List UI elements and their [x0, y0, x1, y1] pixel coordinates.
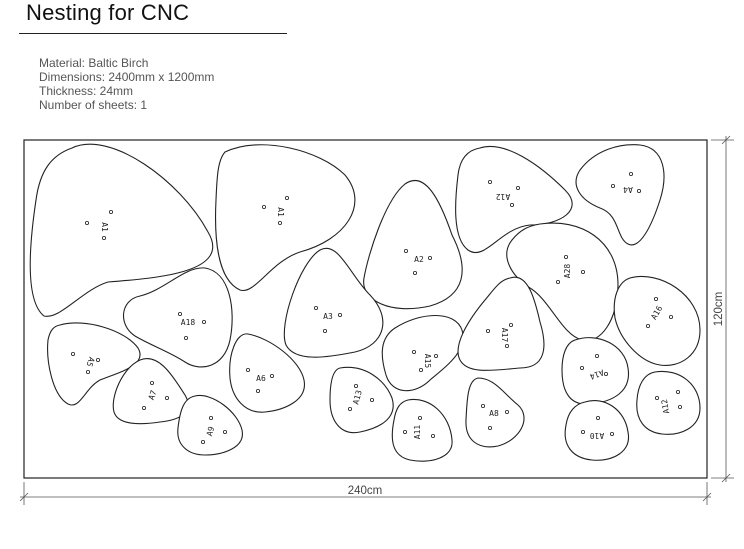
nested-piece: A14: [561, 337, 630, 405]
page-title: Nesting for CNC: [26, 0, 190, 25]
piece-label: A28: [563, 264, 572, 279]
nested-piece: A7: [112, 358, 189, 425]
piece-label: A1: [276, 207, 285, 217]
dimensions-line: Dimensions: 2400mm x 1200mm: [39, 70, 215, 84]
nested-piece: A5: [47, 322, 141, 406]
piece-label: A9: [205, 425, 216, 437]
material-specs: Material: Baltic Birch Dimensions: 2400m…: [39, 56, 214, 112]
piece-label: A17: [500, 328, 509, 343]
piece-label: A4: [623, 185, 633, 194]
nested-piece: A15: [381, 314, 464, 392]
nested-piece: A8: [465, 377, 525, 448]
nested-piece: A1: [29, 143, 214, 317]
nested-piece: A4: [575, 144, 665, 246]
nested-piece: A12: [636, 370, 701, 435]
nested-piece: A6: [229, 333, 305, 413]
piece-label: A2: [414, 255, 424, 264]
piece-label: A18: [181, 318, 196, 327]
thickness-line: Thickness: 24mm: [39, 84, 134, 98]
nested-piece: A1: [215, 144, 356, 291]
nested-piece: A9: [177, 394, 243, 456]
title-underline: [19, 33, 287, 34]
piece-label: A12: [496, 192, 511, 201]
width-label: 240cm: [348, 485, 383, 497]
height-label: 120cm: [713, 292, 725, 327]
height-dimension: 120cm: [711, 135, 734, 483]
nested-piece: A17: [457, 276, 545, 371]
piece-label: A7: [147, 389, 159, 401]
piece-label: A3: [323, 312, 333, 321]
nested-piece: A12: [455, 146, 573, 253]
nested-piece: A18: [122, 267, 233, 368]
nested-piece: A2: [363, 180, 463, 310]
piece-label: A10: [590, 431, 605, 440]
nested-piece: A13: [329, 366, 394, 434]
piece-label: A15: [423, 354, 432, 369]
sheet-outline: [23, 139, 708, 479]
sheets-line: Number of sheets: 1: [39, 98, 148, 112]
piece-label: A6: [256, 374, 266, 383]
piece-label: A12: [660, 398, 671, 414]
nested-piece: A3: [283, 247, 384, 358]
material-line: Material: Baltic Birch: [39, 56, 149, 70]
width-dimension: 240cm: [19, 482, 712, 505]
piece-label: A11: [413, 425, 422, 440]
nested-piece: A28: [506, 222, 619, 342]
piece-label: A13: [351, 389, 363, 405]
nested-piece: A10: [564, 400, 629, 461]
piece-label: A1: [100, 222, 109, 232]
piece-label: A5: [84, 356, 96, 368]
piece-label: A8: [489, 409, 499, 418]
nested-piece: A16: [613, 276, 701, 366]
nested-piece: A11: [391, 398, 453, 462]
